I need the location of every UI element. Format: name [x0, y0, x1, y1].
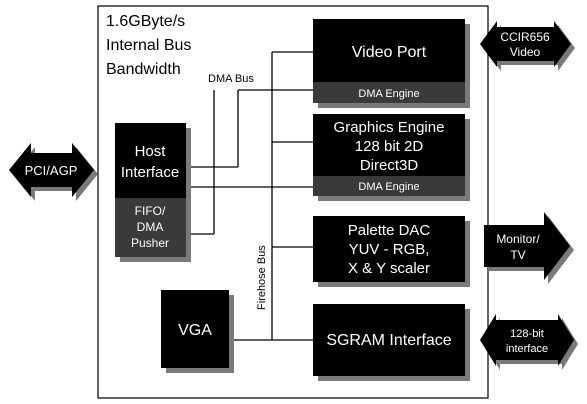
- ccir656-label-1: CCIR656: [500, 30, 550, 44]
- monitor-tv-arrow: Monitor/ TV: [484, 212, 574, 284]
- palette-dac-scaler: X & Y scaler: [348, 260, 430, 277]
- pci-agp-arrow: PCI/AGP: [9, 143, 98, 201]
- video-port-dma-engine: DMA Engine: [358, 88, 419, 100]
- graphics-engine-direct3d: Direct3D: [360, 157, 419, 174]
- graphics-engine-title: Graphics Engine: [334, 119, 445, 136]
- video-port-title: Video Port: [352, 44, 427, 61]
- pci-agp-label: PCI/AGP: [25, 163, 78, 178]
- palette-dac-title: Palette DAC: [348, 222, 431, 239]
- interface-128-arrow: 128-bit interface: [480, 314, 578, 370]
- monitor-tv-label-1: Monitor/: [496, 232, 540, 246]
- bandwidth-title-line-1: 1.6GByte/s: [106, 13, 185, 30]
- vga-block: VGA: [161, 290, 234, 373]
- dma-bus-label: DMA Bus: [208, 73, 254, 85]
- interface-128-label-1: 128-bit: [510, 328, 544, 340]
- host-interface-block: Host Interface FIFO/ DMA Pusher: [115, 123, 191, 262]
- host-fifo-label: FIFO/: [135, 204, 166, 218]
- monitor-tv-label-2: TV: [510, 248, 525, 262]
- bandwidth-title-line-3: Bandwidth: [106, 61, 181, 78]
- bandwidth-title-line-2: Internal Bus: [106, 37, 191, 54]
- video-port-block: Video Port DMA Engine: [313, 19, 470, 108]
- bus-lines: [186, 51, 313, 341]
- graphics-engine-2d: 128 bit 2D: [355, 138, 424, 155]
- graphics-engine-block: Graphics Engine 128 bit 2D Direct3D DMA …: [313, 114, 470, 201]
- host-dma-label: DMA: [137, 220, 164, 234]
- interface-128-label-2: interface: [506, 343, 548, 355]
- sgram-interface-block: SGRAM Interface: [313, 304, 470, 381]
- host-interface-title-1: Host: [135, 143, 167, 160]
- ccir656-label-2: Video: [510, 45, 541, 59]
- graphics-engine-dma-engine: DMA Engine: [358, 181, 419, 193]
- sgram-interface-title: SGRAM Interface: [326, 332, 451, 349]
- vga-title: VGA: [178, 322, 212, 339]
- host-interface-title-2: Interface: [121, 164, 179, 181]
- palette-dac-block: Palette DAC YUV - RGB, X & Y scaler: [313, 216, 470, 287]
- palette-dac-yuv: YUV - RGB,: [349, 241, 430, 258]
- ccir656-arrow: CCIR656 Video: [480, 21, 575, 71]
- host-pusher-label: Pusher: [131, 236, 169, 250]
- firehose-bus-label: Firehose Bus: [256, 245, 268, 310]
